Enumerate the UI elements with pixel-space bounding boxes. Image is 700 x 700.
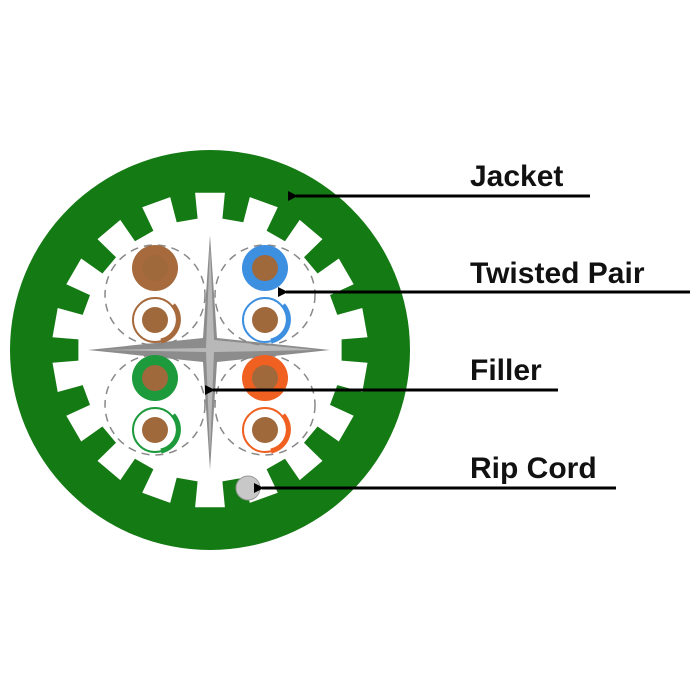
- twisted-pair-blue: [214, 244, 316, 346]
- filler-cross-highlight: [100, 245, 315, 455]
- pair-boundary-orange: [214, 354, 316, 456]
- pair-boundary-blue: [214, 244, 316, 346]
- stripe-blue: [270, 303, 291, 344]
- jacket-label: Jacket: [470, 160, 563, 193]
- copper-core-brown-bottom: [142, 307, 168, 333]
- copper-core-brown-top: [142, 255, 168, 281]
- copper-core-orange-top: [252, 365, 278, 391]
- filler-label: Filler: [470, 354, 542, 387]
- stripe-green: [160, 413, 181, 454]
- pair-boundary-green: [104, 354, 206, 456]
- twisted-pair-label: Twisted Pair: [470, 257, 645, 290]
- copper-core-blue-top: [252, 255, 278, 281]
- twisted-pair-green: [104, 354, 206, 456]
- stripe-brown: [160, 303, 181, 344]
- twisted-pair-brown: [104, 244, 206, 346]
- copper-core-blue-bottom: [252, 307, 278, 333]
- rip-cord-label: Rip Cord: [470, 452, 597, 485]
- rip-cord: [235, 475, 261, 501]
- pair-boundary-brown: [104, 244, 206, 346]
- copper-core-green-top: [142, 365, 168, 391]
- copper-core-orange-bottom: [252, 417, 278, 443]
- copper-core-green-bottom: [142, 417, 168, 443]
- stripe-orange: [270, 413, 291, 454]
